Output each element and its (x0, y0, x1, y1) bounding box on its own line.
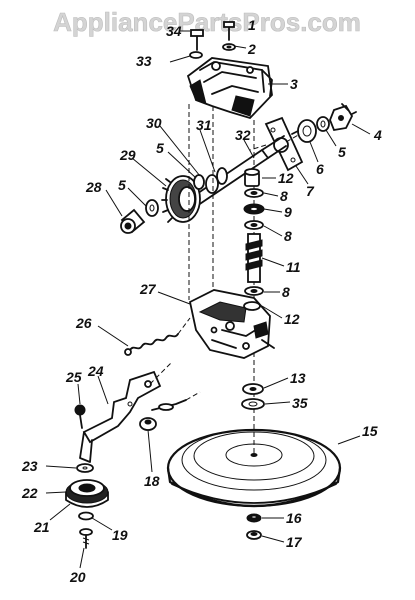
washer-5-right (316, 116, 330, 132)
callout-25: 25 (65, 369, 82, 385)
callout-24: 24 (87, 363, 104, 379)
callout-26: 26 (75, 315, 92, 331)
callout-labels: 34 1 2 33 3 4 5 6 7 30 31 32 5 29 5 28 1… (21, 17, 382, 585)
callout-13: 13 (290, 370, 306, 386)
callout-3: 3 (290, 76, 298, 92)
callout-5-mid: 5 (156, 140, 164, 156)
callout-28: 28 (85, 179, 102, 195)
callout-19: 19 (112, 527, 128, 543)
callout-30: 30 (146, 115, 162, 131)
callout-22: 22 (21, 485, 38, 501)
callout-18: 18 (144, 473, 160, 489)
callout-33: 33 (136, 53, 152, 69)
callout-8-a: 8 (280, 188, 288, 204)
worm-shaft-11 (245, 233, 263, 283)
callout-6: 6 (316, 161, 324, 177)
washer-16 (246, 513, 262, 523)
leader-lines (45, 30, 371, 569)
housing-cover-3 (186, 57, 273, 120)
callout-8-b: 8 (284, 228, 292, 244)
callout-21: 21 (33, 519, 50, 535)
callout-32: 32 (235, 127, 251, 143)
callout-34: 34 (166, 23, 182, 39)
part-drawings (65, 21, 357, 549)
washer-8-a (244, 188, 264, 198)
callout-11: 11 (286, 259, 301, 275)
callout-4: 4 (373, 127, 382, 143)
callout-12-lower: 12 (284, 311, 300, 327)
idler-pulley-22 (65, 479, 109, 508)
washer-5-left (145, 199, 159, 217)
bushing-12-top (244, 168, 260, 187)
washer-23 (76, 463, 94, 473)
callout-35: 35 (292, 395, 308, 411)
bearing-6 (291, 119, 317, 143)
washer-8-b (244, 220, 264, 230)
top-screw-1 (223, 21, 235, 41)
washer-33 (189, 51, 203, 59)
callout-2: 2 (247, 41, 256, 57)
washer-2 (222, 43, 236, 51)
bolt-20 (79, 528, 93, 549)
worm-gear-29 (161, 175, 201, 223)
screw-25 (74, 404, 86, 429)
callout-1: 1 (248, 17, 256, 33)
callout-31: 31 (196, 117, 212, 133)
callout-5-left: 5 (118, 177, 126, 193)
washer-35 (241, 398, 265, 410)
callout-12-top: 12 (278, 170, 294, 186)
callout-8-c: 8 (282, 284, 290, 300)
callout-5-right: 5 (338, 144, 346, 160)
nut-17 (246, 530, 262, 540)
bushing-18 (139, 417, 157, 431)
drive-pulley-15 (166, 428, 342, 508)
bushing-28 (120, 208, 146, 234)
callout-15: 15 (362, 423, 378, 439)
watermark: AppliancePartsPros.com (53, 7, 361, 37)
washer-9 (243, 203, 265, 215)
callout-9: 9 (284, 204, 292, 220)
nut-4 (329, 103, 357, 132)
lower-housing-27 (188, 289, 275, 359)
control-bracket-24 (79, 361, 201, 463)
spring-26 (124, 317, 191, 356)
callout-23: 23 (21, 458, 38, 474)
callout-27: 27 (139, 281, 157, 297)
top-screw-34 (190, 29, 204, 51)
callout-16: 16 (286, 510, 302, 526)
washer-8-c (244, 286, 264, 296)
callout-20: 20 (69, 569, 86, 585)
washer-19 (78, 511, 94, 521)
callout-17: 17 (286, 534, 303, 550)
callout-29: 29 (119, 147, 136, 163)
callout-7: 7 (306, 183, 315, 199)
washer-13 (242, 383, 264, 395)
